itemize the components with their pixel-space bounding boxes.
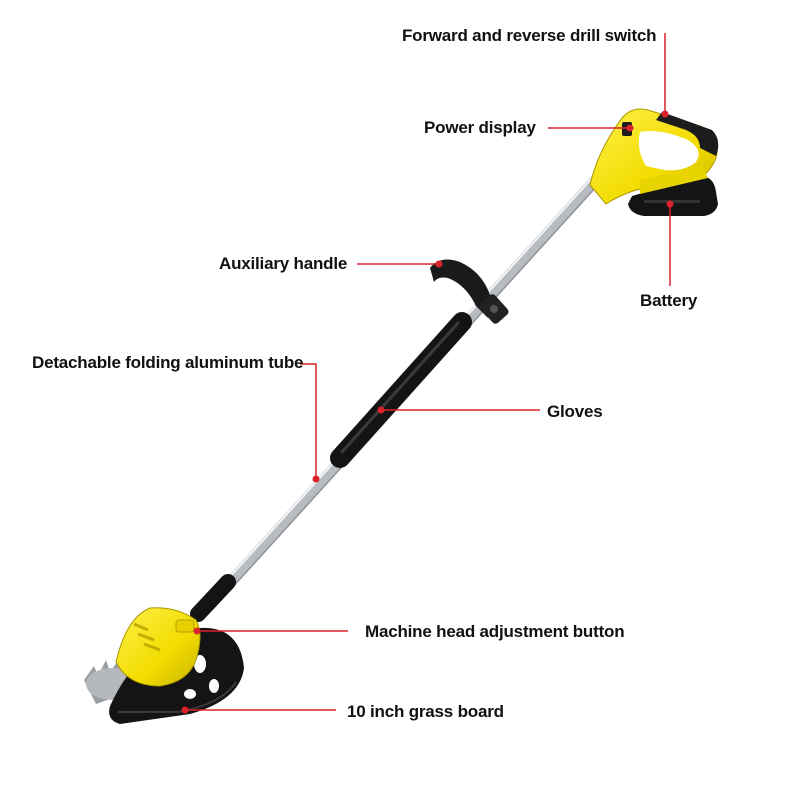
motor-head: [115, 607, 201, 687]
trimmer-head: [84, 607, 244, 724]
label-grass-board: 10 inch grass board: [347, 702, 504, 721]
pointer-dots: [181, 110, 674, 714]
label-gloves: Gloves: [547, 402, 603, 421]
label-head-adjustment-button: Machine head adjustment button: [365, 622, 625, 641]
label-power-display: Power display: [424, 118, 536, 137]
lower-coupling: [190, 574, 236, 622]
label-forward-reverse-switch: Forward and reverse drill switch: [402, 26, 657, 45]
foam-grip: [330, 312, 472, 468]
pointer-tube: [300, 363, 317, 478]
pointer-lines: [186, 33, 671, 711]
label-auxiliary-handle: Auxiliary handle: [219, 254, 348, 273]
label-battery: Battery: [640, 291, 698, 310]
auxiliary-handle: [430, 259, 509, 324]
label-aluminum-tube: Detachable folding aluminum tube: [32, 353, 304, 372]
